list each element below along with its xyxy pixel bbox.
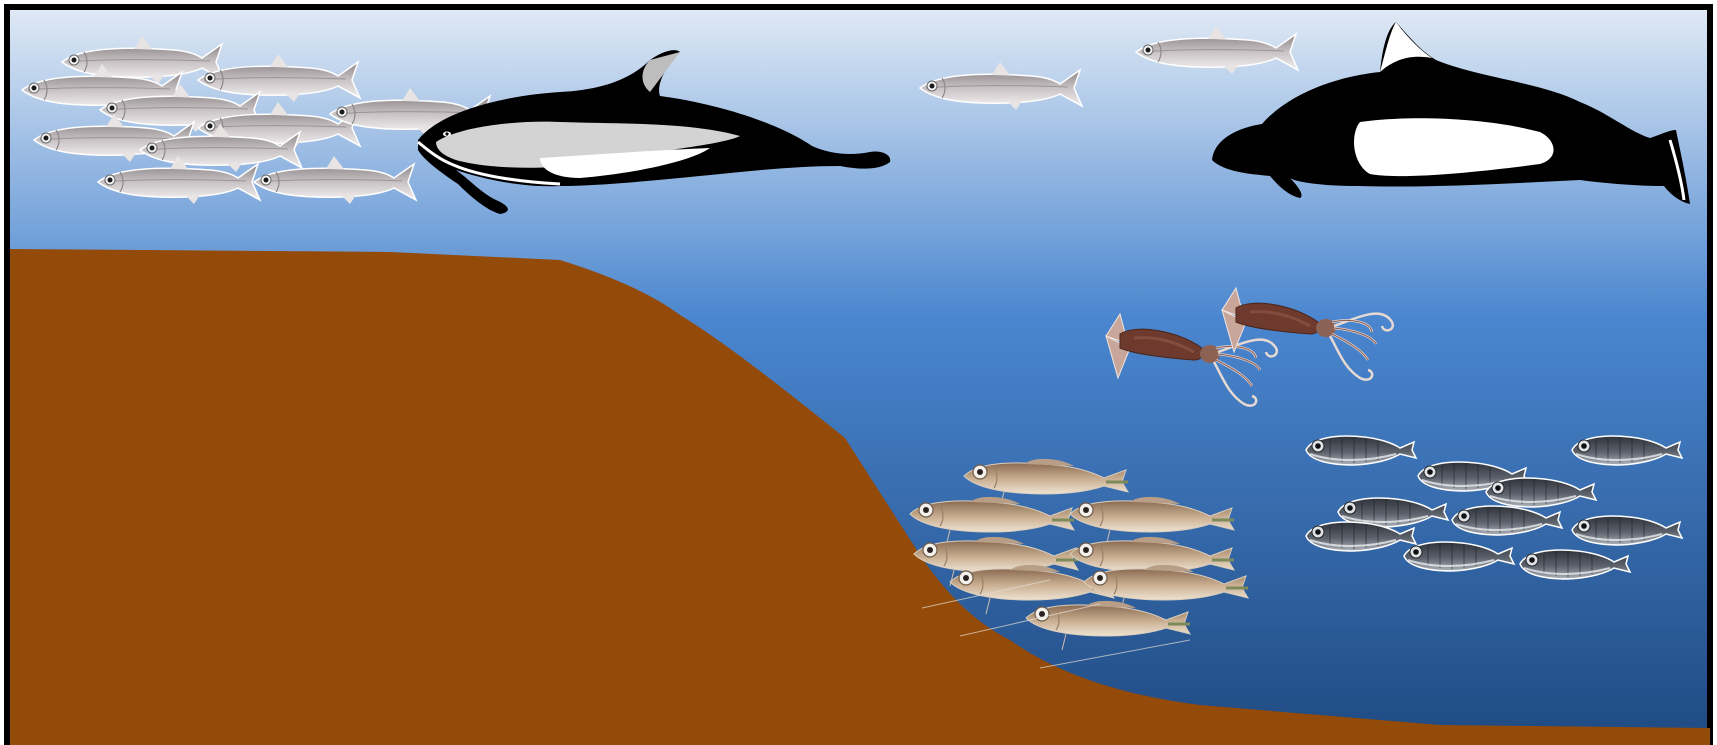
ocean-food-web-diagram xyxy=(0,0,1717,745)
